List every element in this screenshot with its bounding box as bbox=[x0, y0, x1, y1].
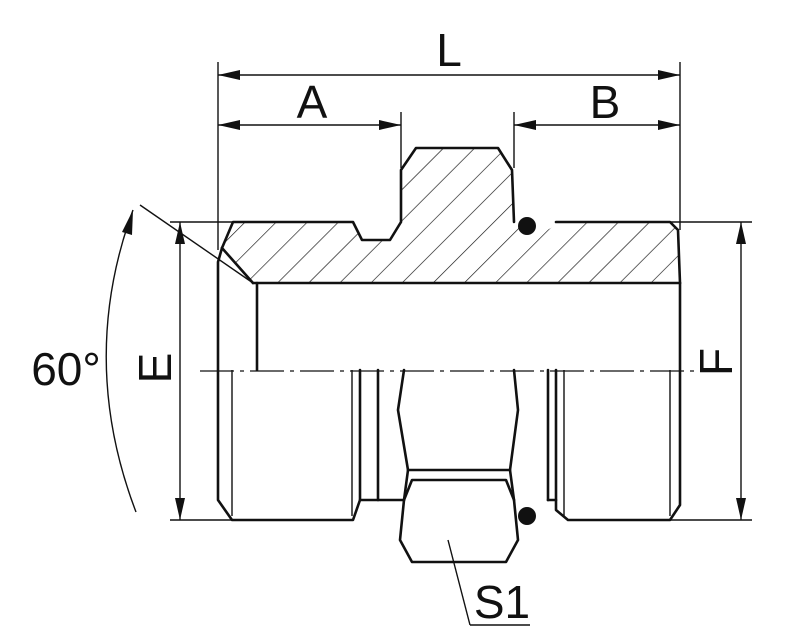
lower-body bbox=[358, 368, 558, 502]
label-A: A bbox=[297, 76, 328, 128]
label-F: F bbox=[690, 348, 742, 376]
dimension-L: L bbox=[217, 24, 681, 250]
label-60-degree: 60° bbox=[31, 343, 101, 395]
dimension-A: A bbox=[218, 76, 402, 168]
dimension-S1: S1 bbox=[447, 539, 530, 628]
label-E: E bbox=[129, 353, 181, 384]
dimension-F: F bbox=[670, 221, 752, 521]
hatched-section bbox=[220, 146, 682, 285]
left-thread-body bbox=[216, 246, 362, 522]
dimension-E: E bbox=[129, 221, 236, 521]
dimension-cone-angle: 60° bbox=[31, 204, 254, 513]
right-thread-body bbox=[546, 281, 682, 522]
label-L: L bbox=[436, 24, 462, 76]
label-S1: S1 bbox=[474, 576, 530, 628]
hex-body bbox=[396, 368, 520, 564]
dimension-B: B bbox=[513, 76, 680, 168]
o-ring-bottom bbox=[518, 507, 536, 525]
o-ring-top bbox=[518, 217, 536, 235]
label-B: B bbox=[590, 76, 621, 128]
